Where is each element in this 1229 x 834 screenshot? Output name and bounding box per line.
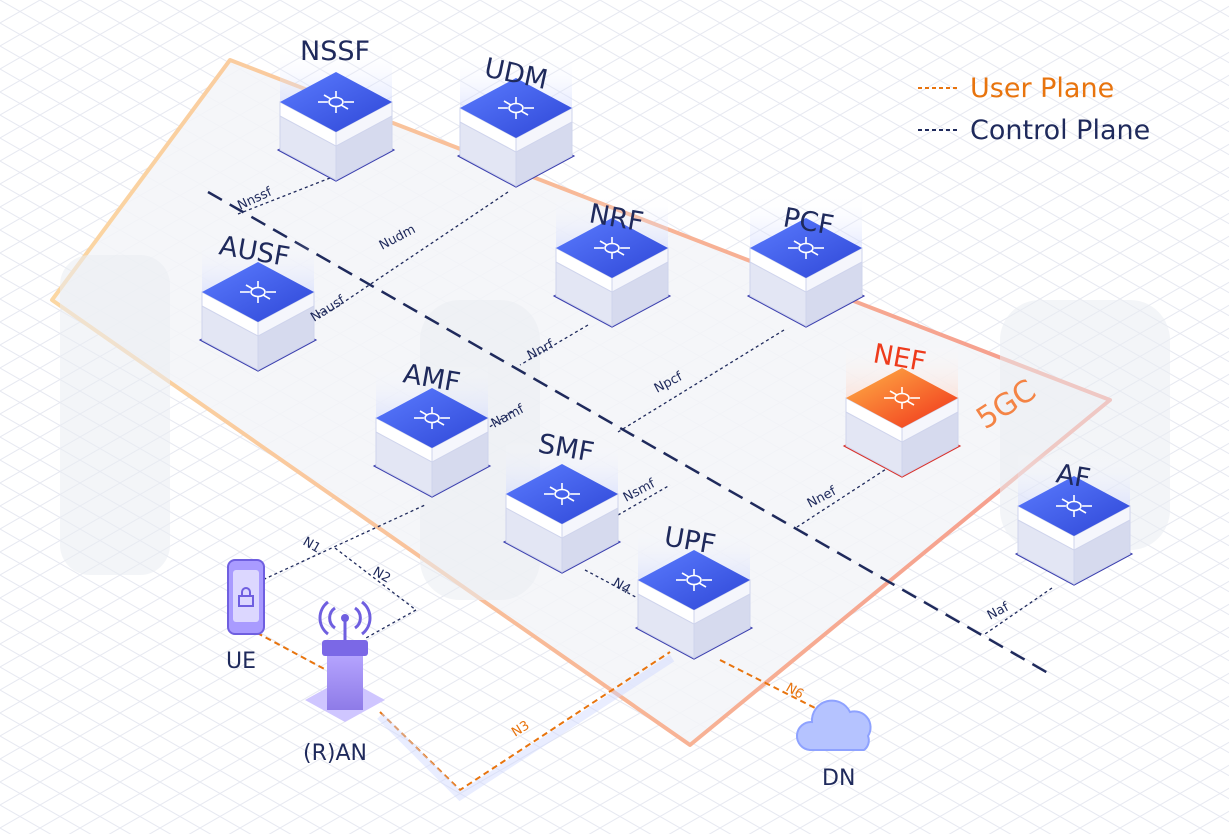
nef-top-face [846,368,958,428]
nrf-side-right [611,261,669,327]
nef-hub-icon [884,387,920,409]
udm-side-right [515,121,573,187]
upf-top-face [638,550,750,610]
signal-waves-icon [318,600,372,636]
af-top-face [1018,476,1130,536]
legend-user-plane-label: User Plane [970,73,1114,104]
upf-side-right [693,593,751,659]
af-side-right [1073,519,1131,585]
smf-hub-icon [544,483,580,505]
ue-device: UE [226,559,265,674]
ausf-hub-icon [240,281,276,303]
network-functions [198,47,1134,660]
smf-node [502,439,622,574]
dn-label: DN [822,766,855,791]
upf-node [634,525,754,660]
nrf-node [552,193,672,328]
tower-top [322,640,368,656]
control-plane-links [237,177,1053,639]
ausf-node [198,237,318,372]
pcf-hub-icon [788,237,824,259]
upf-hub-icon [676,569,712,591]
udm-node [456,53,576,188]
legend-control-plane-label: Control Plane [970,115,1150,146]
dn-cloud: DN [795,699,872,791]
udm-top-face [460,78,572,138]
nrf-hub-icon [594,237,630,259]
nef-node [842,343,962,478]
legend: User Plane Control Plane [918,73,1150,146]
ausf-side-right [257,305,315,371]
ran-tower: (R)AN [303,600,385,766]
amf-side-right [431,431,489,497]
nssf-node [276,47,396,182]
antenna-tip [341,614,349,622]
amf-node [372,363,492,498]
pcf-top-face [750,218,862,278]
smf-top-face [506,464,618,524]
tower-body [327,652,363,710]
user-plane-links [247,627,824,792]
nssf-side-right [335,115,393,181]
user-plane-shadow [377,654,675,802]
ue-label: UE [226,649,256,674]
nssf-top-face [280,72,392,132]
lock-icon [238,587,254,607]
amf-top-face [376,388,488,448]
nssf-label: NSSF [300,36,370,67]
af-label: AF [1054,458,1093,494]
af-node [1014,451,1134,586]
smf-side-right [561,507,619,573]
udm-hub-icon [498,97,534,119]
nef-side-right [901,411,959,477]
nssf-hub-icon [318,91,354,113]
cloud-icon [795,699,872,751]
ran-label: (R)AN [303,741,367,766]
amf-hub-icon [414,407,450,429]
pcf-node [746,193,866,328]
nrf-top-face [556,218,668,278]
ausf-top-face [202,262,314,322]
af-hub-icon [1056,495,1092,517]
pcf-side-right [805,261,863,327]
control-plane-bus [207,190,1049,675]
